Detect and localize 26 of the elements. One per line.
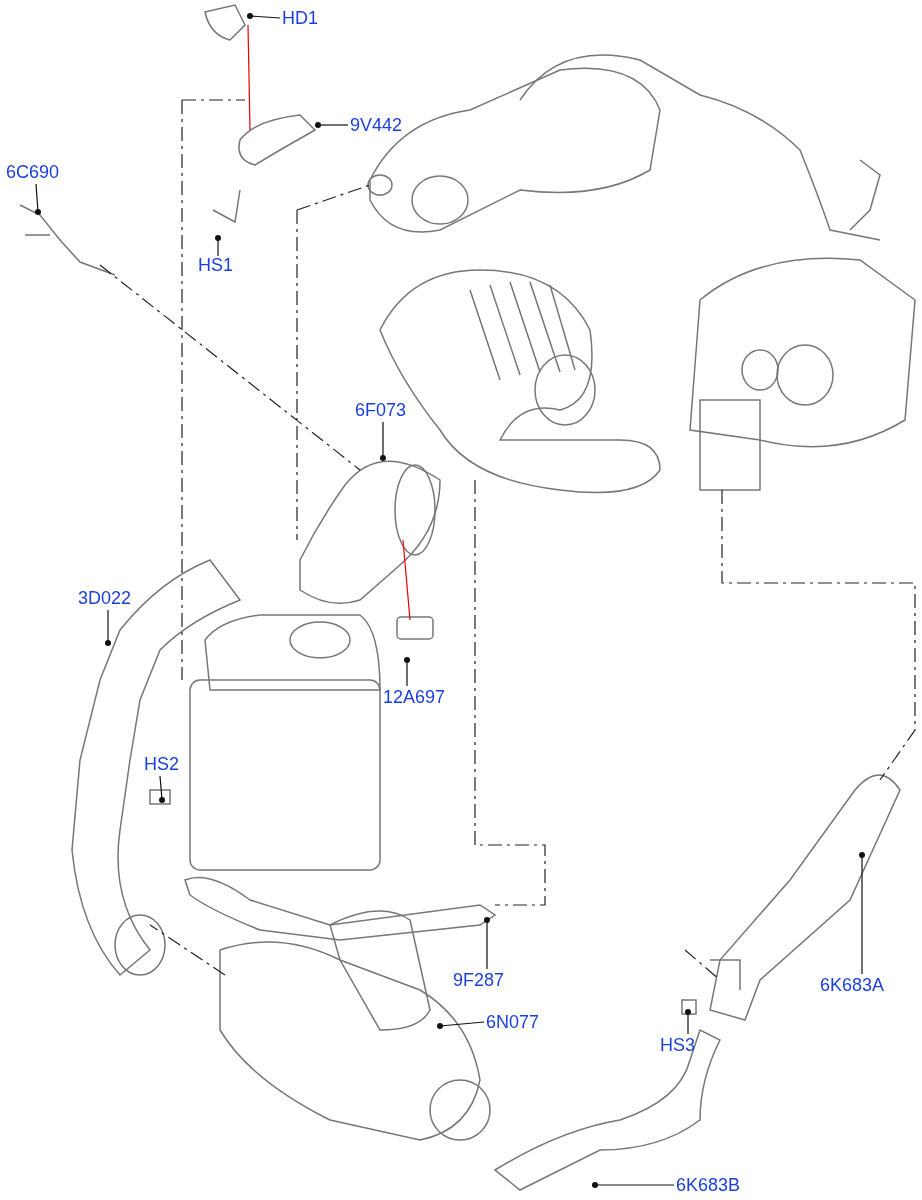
- callout-number: 6F073: [355, 400, 407, 420]
- leader-line: [685, 1009, 691, 1035]
- callout-number: HD1: [282, 8, 318, 28]
- leader-line: [437, 1021, 485, 1029]
- callout-number: 9F287: [453, 970, 505, 990]
- leader-line: [592, 1182, 675, 1188]
- callout-number: HS3: [660, 1035, 695, 1055]
- leader-line: [484, 917, 490, 970]
- callout-number: 9V442: [350, 115, 403, 135]
- callout-number: 3D022: [78, 588, 132, 608]
- callout-number: 12A697: [383, 687, 446, 707]
- leader-line: [247, 13, 281, 19]
- callout-number: 6N077: [486, 1012, 540, 1032]
- leader-line: [404, 657, 410, 687]
- leader-line: [859, 852, 865, 975]
- leader-line: [215, 235, 221, 257]
- callout-number: HS1: [198, 255, 233, 275]
- leader-line: [315, 122, 349, 128]
- callout-number: HS2: [144, 754, 179, 774]
- callout-number: 6K683A: [820, 975, 885, 995]
- callout-number: 6K683B: [676, 1175, 741, 1195]
- leader-line: [35, 183, 41, 215]
- callout-number: 6C690: [6, 162, 60, 182]
- leader-line: [159, 775, 165, 803]
- leader-line: [105, 609, 111, 646]
- leader-line: [380, 421, 386, 461]
